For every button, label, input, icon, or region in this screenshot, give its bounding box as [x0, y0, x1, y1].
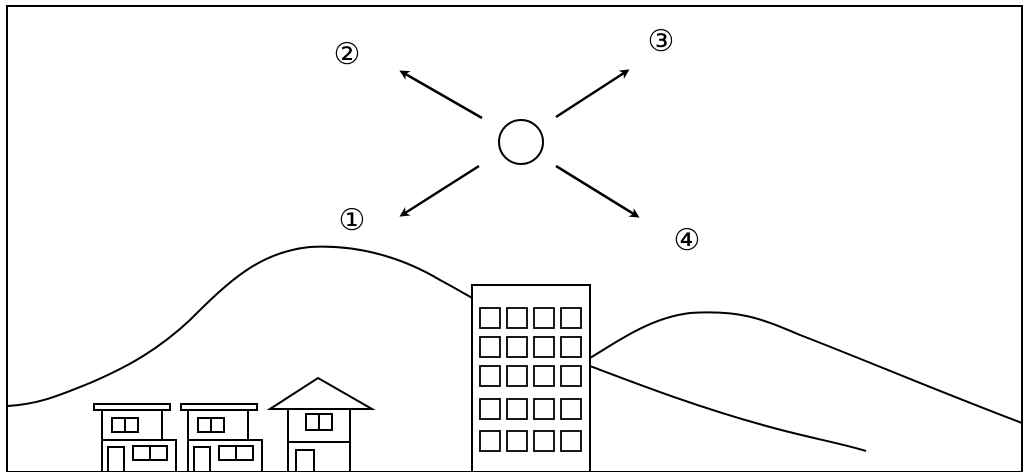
- arrow-3: [555, 69, 630, 119]
- building-window: [533, 398, 555, 420]
- building-window: [506, 430, 528, 452]
- building-window: [560, 307, 582, 329]
- building-window: [479, 336, 501, 358]
- building-window: [506, 365, 528, 387]
- house-2: [180, 403, 263, 472]
- building-window: [560, 430, 582, 452]
- building-window: [479, 398, 501, 420]
- building-window: [560, 365, 582, 387]
- label-arrow-4: ④: [673, 223, 701, 258]
- building-window: [533, 336, 555, 358]
- building-window: [533, 307, 555, 329]
- label-arrow-2: ②: [333, 37, 361, 72]
- arrow-1: [399, 164, 480, 217]
- label-arrow-3: ③: [647, 24, 675, 59]
- house-1: [93, 403, 177, 472]
- building-window: [506, 336, 528, 358]
- building-window: [533, 430, 555, 452]
- building-window: [560, 336, 582, 358]
- arrow-2: [399, 70, 483, 120]
- tall-building: [471, 284, 591, 472]
- building-window: [560, 398, 582, 420]
- right-hill: [589, 311, 1023, 424]
- label-arrow-1: ①: [338, 203, 366, 238]
- building-window: [479, 307, 501, 329]
- building-window: [506, 398, 528, 420]
- building-window: [506, 307, 528, 329]
- lower-slope: [589, 365, 867, 452]
- left-hill: [7, 245, 477, 407]
- frame: [6, 5, 1023, 472]
- building-window: [479, 430, 501, 452]
- building-window: [479, 365, 501, 387]
- house-3: [266, 376, 376, 472]
- sun-circle: [498, 119, 544, 165]
- arrow-4: [555, 164, 640, 218]
- building-window: [533, 365, 555, 387]
